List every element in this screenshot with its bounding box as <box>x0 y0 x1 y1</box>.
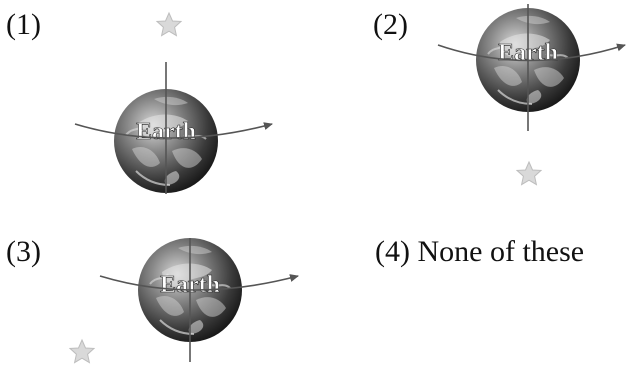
option-3-figure: Earth <box>69 238 299 364</box>
orbit-arrow-icon <box>74 122 273 139</box>
option-4-label: (4) None of these <box>375 235 585 268</box>
option-1-figure: Earth <box>74 12 273 194</box>
orbit-arrow-icon <box>99 274 299 291</box>
option-2-label: (2) <box>373 8 408 41</box>
option-1-label: (1) <box>6 8 41 41</box>
star-icon <box>516 161 542 186</box>
option-2-figure: Earth <box>437 4 626 186</box>
star-icon <box>69 339 95 364</box>
option-3-label: (3) <box>6 235 41 268</box>
orbit-arrow-icon <box>437 43 626 62</box>
star-icon <box>156 12 182 37</box>
